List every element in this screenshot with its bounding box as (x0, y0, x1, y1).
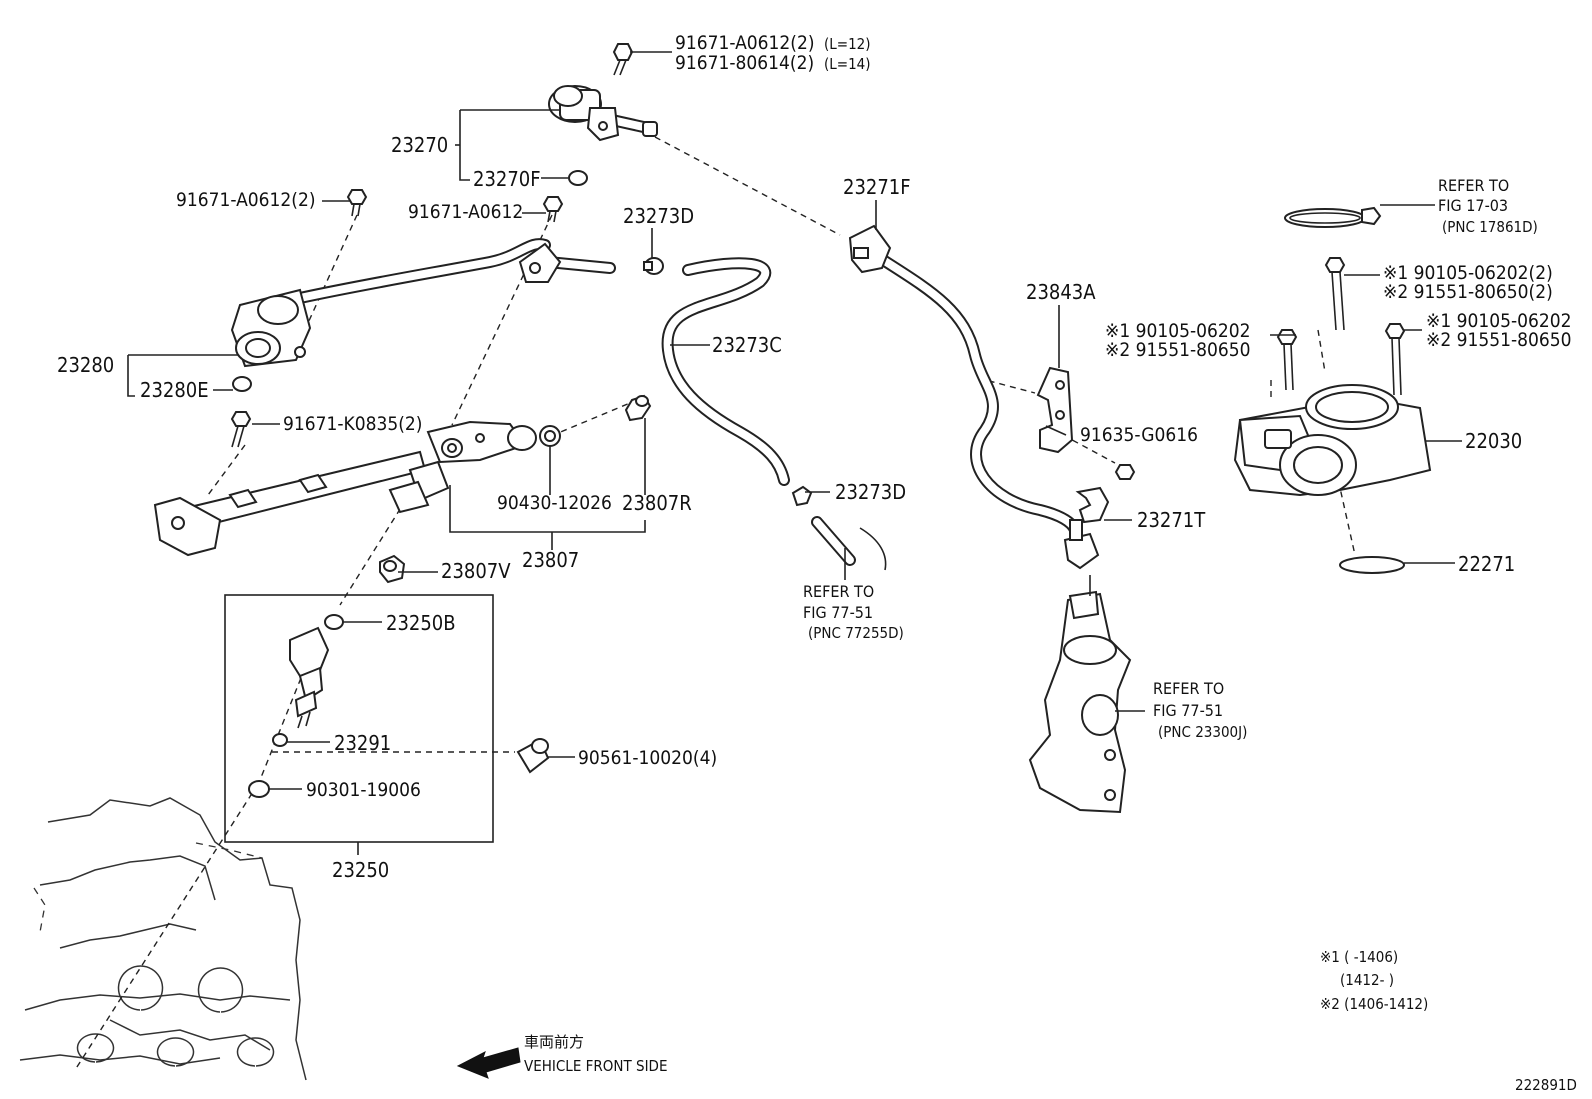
cap-23807V (379, 554, 406, 584)
ref-fig7751-canister-line3: (PNC 23300J) (1158, 723, 1247, 741)
label-23807V: 23807V (441, 559, 511, 583)
grommet-90561 (516, 738, 550, 774)
assembly-guide-lines (74, 136, 1356, 1071)
canister-fig77-51 (1028, 575, 1132, 814)
label-91635: 91635-G0616 (1080, 424, 1198, 446)
reference-notes: REFER TO FIG 17-03 (PNC 17861D) REFER TO… (803, 176, 1538, 741)
label-throttle-bolt-3-line1: ※1 90105-06202 (1426, 310, 1572, 332)
oring-23280E (232, 376, 252, 392)
gasket-90430 (539, 425, 561, 447)
ref-fig7751-hose-line1: REFER TO (803, 582, 874, 601)
injector-kit-box-23250 (224, 594, 494, 843)
insulator-23291 (272, 733, 288, 747)
label-throttle-bolt-2-line1: ※1 90105-06202 (1105, 320, 1251, 342)
bracket-23843A (1036, 366, 1074, 454)
label-bolt-top-2-len: (L=14) (824, 55, 871, 73)
label-23270: 23270 (391, 133, 448, 157)
label-throttle-bolt-1-line2: ※2 91551-80650(2) (1383, 281, 1553, 303)
bolt-91671-left (346, 189, 368, 217)
footnote-line1: ※1 ( -1406) (1320, 948, 1398, 966)
oring-23270F (568, 170, 588, 186)
clamp-23271T (1075, 486, 1110, 524)
fuel-tube-23271F (848, 224, 1100, 570)
label-bolt-left: 91671-A0612(2) (176, 189, 316, 211)
label-bolt-top-1: 91671-A0612(2) (675, 32, 815, 54)
direction-en: VEHICLE FRONT SIDE (524, 1057, 667, 1075)
bolt-91671-top (612, 43, 634, 76)
label-23273D-bottom: 23273D (835, 480, 906, 504)
hose-clamp-fig17-03 (1284, 206, 1382, 228)
label-throttle-bolt-3-line2: ※2 91551-80650 (1426, 329, 1572, 351)
label-23271F: 23271F (843, 175, 911, 199)
label-90301: 90301-19006 (306, 779, 421, 801)
ref-fig7751-hose-line3: (PNC 77255D) (808, 624, 904, 642)
plug-23807R (624, 394, 652, 422)
label-bolt-top-1-len: (L=12) (824, 35, 871, 53)
vehicle-front-arrow (456, 1047, 521, 1079)
label-23291: 23291 (334, 731, 391, 755)
fuel-injector (289, 626, 330, 729)
throttle-body-22030 (1233, 384, 1432, 497)
direction-caption: 車両前方 VEHICLE FRONT SIDE (524, 1033, 667, 1075)
ref-fig1703-line1: REFER TO (1438, 176, 1509, 195)
diagram-id: 222891D (1515, 1076, 1577, 1094)
label-23250B: 23250B (386, 611, 456, 635)
label-23273D-top: 23273D (623, 204, 694, 228)
label-23273C: 23273C (712, 333, 782, 357)
throttle-bolt-long (1324, 257, 1346, 331)
pressure-damper-23270 (548, 85, 658, 142)
bolt-91635 (1114, 464, 1136, 480)
label-23843A: 23843A (1026, 280, 1096, 304)
label-22271: 22271 (1458, 552, 1515, 576)
label-23280: 23280 (57, 353, 114, 377)
label-throttle-bolt-1-line1: ※1 90105-06202(2) (1383, 262, 1553, 284)
throttle-bolt-left (1276, 329, 1298, 391)
leader-lines (127, 51, 1462, 855)
ref-fig7751-canister-line2: FIG 77-51 (1153, 701, 1223, 720)
pulsation-damper-23280 (230, 238, 616, 368)
ref-fig7751-canister-line1: REFER TO (1153, 679, 1224, 698)
ref-fig1703-line3: (PNC 17861D) (1442, 218, 1538, 236)
oring-90301 (248, 780, 270, 798)
label-23280E: 23280E (140, 378, 209, 402)
hose-end-fig77 (811, 516, 887, 571)
label-throttle-bolt-2-line2: ※2 91551-80650 (1105, 339, 1251, 361)
clip-23273D-bottom (791, 485, 813, 507)
part-number-labels: 91671-A0612(2) (L=12) 91671-80614(2) (L=… (57, 32, 1572, 882)
direction-jp: 車両前方 (524, 1033, 584, 1051)
engine-block-outline (19, 797, 307, 1081)
clip-23273D-top (643, 228, 664, 275)
label-23250: 23250 (332, 858, 389, 882)
footnote-line2: (1412- ) (1340, 971, 1394, 989)
ref-fig1703-line2: FIG 17-03 (1438, 196, 1508, 215)
label-bolt-rail: 91671-K0835(2) (283, 413, 422, 435)
fuel-rail-23807 (153, 420, 537, 557)
label-23807R: 23807R (622, 491, 692, 515)
label-23271T: 23271T (1137, 508, 1206, 532)
label-bolt-top-2: 91671-80614(2) (675, 52, 814, 74)
throttle-bolt-right (1384, 323, 1406, 396)
label-bolt-mid: 91671-A0612 (408, 201, 523, 223)
label-23270F: 23270F (473, 167, 541, 191)
hose-23273C (661, 257, 790, 486)
bolt-91671-mid (542, 196, 564, 223)
label-22030: 22030 (1465, 429, 1522, 453)
label-90561: 90561-10020(4) (578, 747, 717, 769)
bolt-91671-K0835 (230, 411, 252, 448)
footnote-line3: ※2 (1406-1412) (1320, 995, 1428, 1013)
oring-23250B (324, 614, 344, 630)
gasket-22271 (1339, 556, 1405, 574)
ref-fig7751-hose-line2: FIG 77-51 (803, 603, 873, 622)
label-23807: 23807 (522, 548, 579, 572)
label-washer: 90430-12026 (497, 492, 612, 514)
footnotes: ※1 ( -1406) (1412- ) ※2 (1406-1412) (1320, 948, 1428, 1013)
